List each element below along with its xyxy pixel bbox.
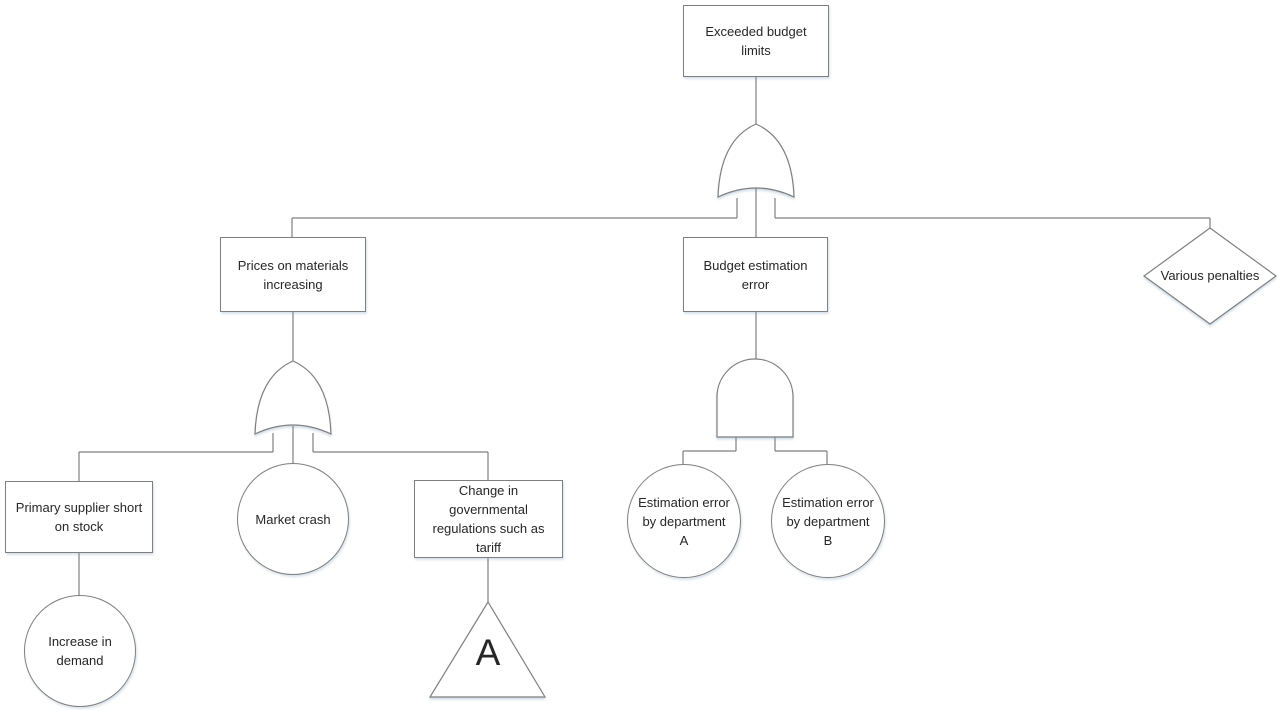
connector-lines <box>78 77 1211 603</box>
node-estimation-error-dept-a: Estimation error by department A <box>627 464 741 578</box>
node-budget-estimation-error: Budget estimation error <box>683 237 828 312</box>
node-market-crash: Market crash <box>237 463 349 575</box>
various-penalties-diamond <box>1142 227 1278 325</box>
node-label: Exceeded budget limits <box>705 24 807 58</box>
node-label: Market crash <box>255 511 331 527</box>
node-label: Estimation error by department A <box>638 494 730 548</box>
node-primary-supplier-short-on-stock: Primary supplier short on stock <box>5 481 153 553</box>
node-exceeded-budget-limits: Exceeded budget limits <box>683 5 829 77</box>
node-label: Increase in demand <box>48 634 112 668</box>
node-prices-on-materials-increasing: Prices on materials increasing <box>220 237 366 312</box>
node-change-in-governmental-regulations: Change in governmental regulations such … <box>414 480 563 558</box>
node-label: Budget estimation error <box>703 257 808 292</box>
or-gate-top <box>717 123 795 198</box>
or-gate-left <box>254 360 332 435</box>
transfer-triangle <box>428 600 547 698</box>
node-estimation-error-dept-b: Estimation error by department B <box>771 464 885 578</box>
node-label: Primary supplier short on stock <box>15 500 143 534</box>
node-label: Change in governmental regulations such … <box>432 483 545 555</box>
and-gate-center <box>716 358 794 438</box>
node-increase-in-demand: Increase in demand <box>24 595 136 707</box>
node-label: Estimation error by department B <box>782 494 874 548</box>
node-label: Prices on materials increasing <box>237 257 349 292</box>
